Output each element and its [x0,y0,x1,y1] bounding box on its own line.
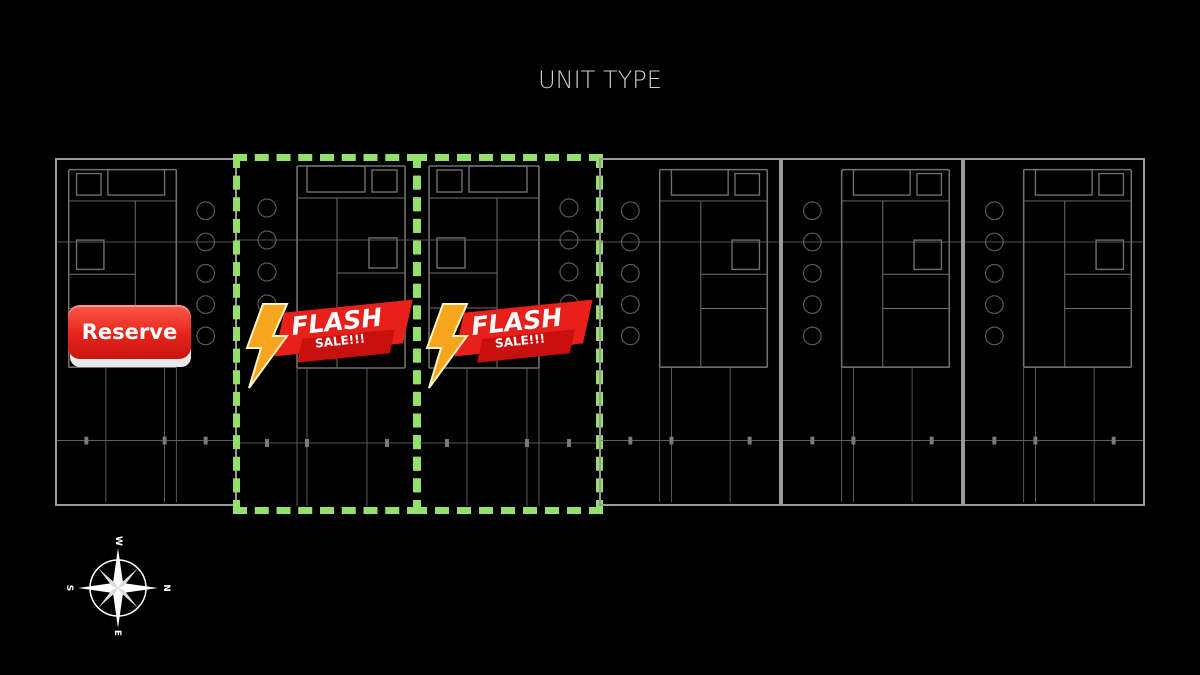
unit-4[interactable] [599,158,781,506]
compass-label-south: S [64,584,75,592]
flash-sale-badge-unit-2: FLASH SALE!!! [243,299,413,395]
floor-plan-drawing [965,168,1143,503]
unit-5[interactable] [781,158,963,506]
compass-label-north: N [160,584,171,592]
reserve-button-label: Reserve [81,320,178,344]
compass-label-west: W [112,536,123,546]
site-plan [55,154,1145,514]
unit-6[interactable] [963,158,1145,506]
flash-sale-badge-unit-3: FLASH SALE!!! [423,299,593,395]
page-title: UNIT TYPE [538,66,662,94]
lightning-bolt-icon [425,303,469,389]
floor-plan-drawing [783,168,961,503]
compass-label-east: E [112,629,123,637]
floor-plan-drawing [601,168,779,503]
compass-rose: W N E S [62,534,174,639]
lightning-bolt-icon [245,303,289,389]
compass-rose-icon [78,548,158,628]
reserve-button[interactable]: Reserve [68,305,193,367]
reserve-button-face [68,305,191,359]
